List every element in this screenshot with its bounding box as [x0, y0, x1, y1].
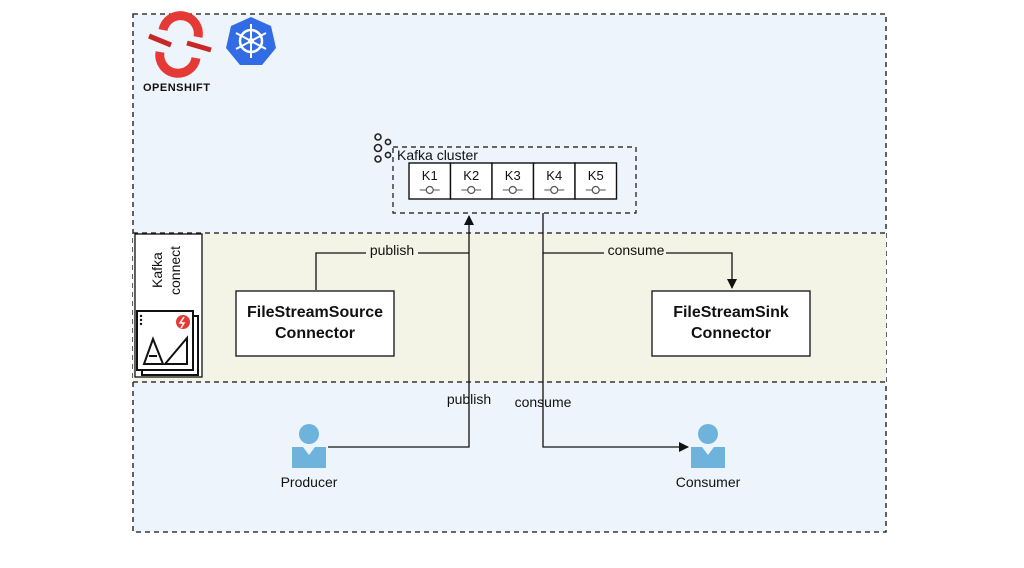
edge-label-sink-consume: consume [608, 242, 665, 258]
sink-connector-line2: Connector [691, 325, 771, 342]
label-bg-sink-consume [604, 242, 666, 258]
server-icon [544, 185, 565, 195]
filestream-source-connector: FileStreamSource Connector [235, 290, 395, 357]
server-icon [585, 185, 606, 195]
consumer-label: Consumer [676, 474, 741, 490]
server-icon [461, 185, 482, 195]
broker-label: K5 [588, 168, 604, 183]
kubernetes-logo [226, 17, 276, 65]
sink-connector-line1: FileStreamSink [673, 304, 789, 321]
broker-k5: K5 [574, 162, 618, 200]
label-bg-source-publish [366, 242, 418, 258]
broker-k4: K4 [532, 162, 576, 200]
edge-label-source-publish: publish [370, 242, 414, 258]
kafka-cluster: Kafka cluster K1 K2 K3 K4 K5 [373, 133, 637, 214]
server-icon [419, 185, 440, 195]
kafka-connect-label-line1: Kafka [149, 252, 165, 288]
edge-cluster-consume-consumer [542, 253, 689, 452]
producer-person-icon [292, 424, 326, 468]
broker-label: K3 [505, 168, 521, 183]
broker-list: K1 K2 K3 K4 K5 [408, 162, 618, 200]
openshift-logo: OPENSHIFT [143, 11, 212, 94]
source-connector-line2: Connector [275, 325, 355, 342]
kafka-connect-panel: Kafka connect [134, 233, 203, 378]
openshift-wordmark: OPENSHIFT [143, 82, 210, 94]
kafka-connect-app-icon [136, 310, 199, 376]
edge-label-consumer-consume: consume [515, 394, 572, 410]
producer-label: Producer [281, 474, 338, 490]
filestream-sink-connector: FileStreamSink Connector [651, 290, 811, 357]
broker-label: K1 [422, 168, 438, 183]
edge-producer-publish [328, 215, 474, 448]
broker-label: K4 [546, 168, 562, 183]
edge-label-producer-publish: publish [447, 391, 491, 407]
broker-k3: K3 [491, 162, 535, 200]
consumer-person-icon [691, 424, 725, 468]
kafka-icon [373, 133, 392, 163]
server-icon [502, 185, 523, 195]
broker-label: K2 [463, 168, 479, 183]
source-connector-line1: FileStreamSource [247, 304, 383, 321]
broker-k2: K2 [449, 162, 493, 200]
kafka-cluster-label: Kafka cluster [397, 147, 478, 163]
kafka-connect-label-line2: connect [167, 246, 183, 295]
kafka-cluster-boundary [392, 146, 637, 214]
broker-k1: K1 [408, 162, 452, 200]
